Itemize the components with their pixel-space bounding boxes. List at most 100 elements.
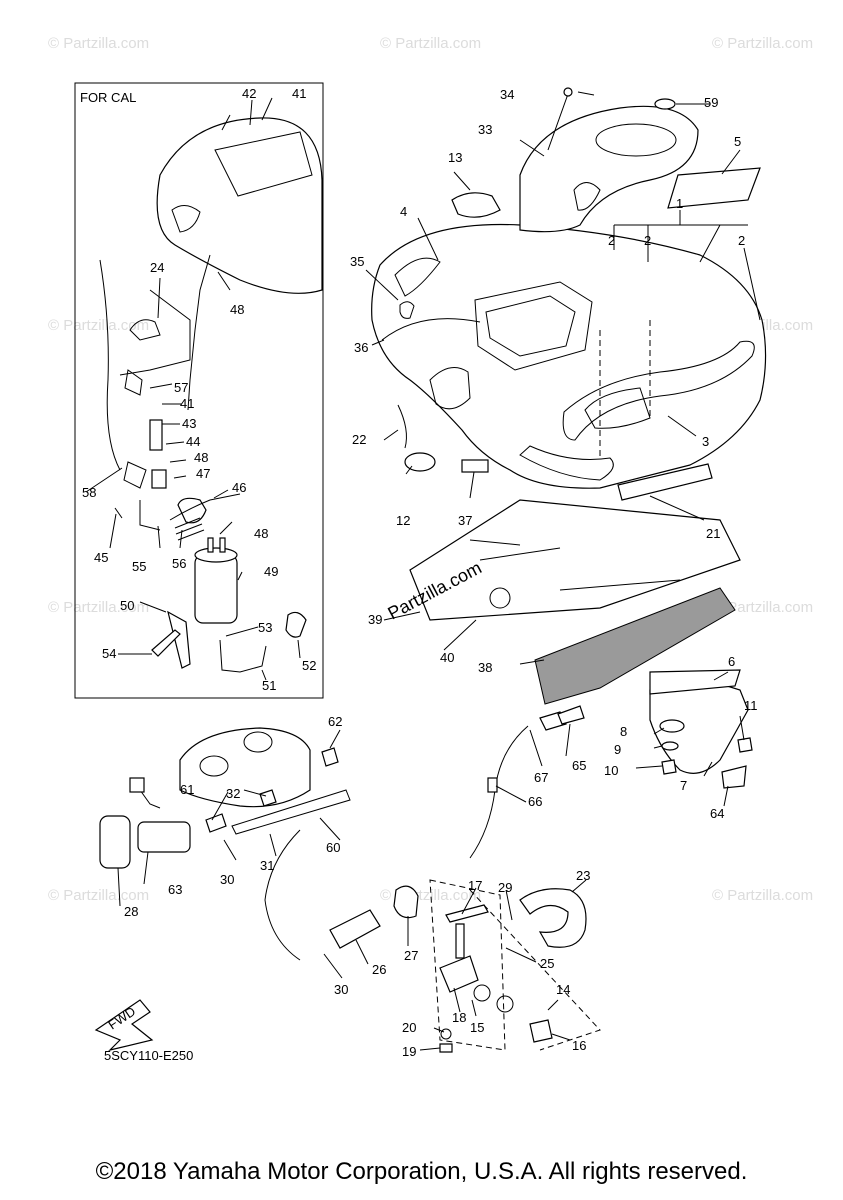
- watermark: © Partzilla.com: [48, 887, 149, 904]
- washer-20: [440, 1028, 452, 1040]
- hose-48: [187, 254, 211, 411]
- hose-44: [151, 469, 167, 489]
- callout: 50: [120, 598, 134, 613]
- hose-51: [219, 639, 267, 673]
- petcock-outline: [429, 879, 506, 1051]
- cap-59: [654, 98, 676, 110]
- callout: 48: [194, 450, 208, 465]
- panel-40: [409, 499, 741, 621]
- callout: 60: [326, 840, 340, 855]
- callout: 45: [94, 550, 108, 565]
- callout: 29: [498, 880, 512, 895]
- callout: 59: [704, 95, 718, 110]
- callout: 41: [292, 86, 306, 101]
- clamp-61: [205, 813, 227, 833]
- clip-24: [129, 319, 161, 341]
- callout: 27: [404, 948, 418, 963]
- inset-frame: [74, 82, 324, 699]
- fwd-indicator: FWD: [94, 999, 154, 1052]
- plate-64: [721, 765, 747, 789]
- callout: 66: [528, 794, 542, 809]
- callout: 42: [242, 86, 256, 101]
- callouts: 1 2 2 2 3 4 5 6 7 8 9 10 11 12 13 14 15 …: [82, 86, 758, 1059]
- bolt-19: [439, 1043, 453, 1053]
- clamp-52: [285, 611, 307, 638]
- callout: 16: [572, 1038, 586, 1053]
- cover-33: [519, 105, 699, 233]
- callout: 61: [180, 782, 194, 797]
- callout: 15: [470, 1020, 484, 1035]
- callout: 17: [468, 878, 482, 893]
- valve-43: [149, 419, 163, 451]
- hose-55: [139, 500, 161, 531]
- callout: 31: [260, 858, 274, 873]
- sheet-5: [667, 167, 761, 209]
- callout: 12: [396, 513, 410, 528]
- clamp-62: [321, 747, 339, 767]
- clip-58: [123, 461, 147, 489]
- callout: 40: [440, 650, 454, 665]
- callout: 67: [534, 770, 548, 785]
- watermark: © Partzilla.com: [48, 599, 149, 616]
- watermark: © Partzilla.com: [380, 35, 481, 52]
- callout: 65: [572, 758, 586, 773]
- callout: 10: [604, 763, 618, 778]
- callout: 48: [254, 526, 268, 541]
- pump-63: [137, 821, 191, 853]
- callout: 4: [400, 204, 407, 219]
- tank-body: [371, 223, 767, 489]
- callout: 52: [302, 658, 316, 673]
- callout: 37: [458, 513, 472, 528]
- hose-36: [381, 318, 481, 341]
- pad-37: [461, 459, 489, 473]
- watermark: © Partzilla.com: [712, 599, 813, 616]
- hose-23: [519, 888, 587, 948]
- gasket-17: [445, 904, 489, 923]
- hose-60: [231, 789, 351, 835]
- damper-35: [399, 301, 415, 319]
- damper-12: [404, 452, 436, 472]
- callout: 11: [744, 698, 758, 713]
- tank-stripe: [562, 340, 755, 441]
- seal-21: [617, 463, 713, 501]
- bolt-34: [547, 93, 569, 151]
- tank-emblem-4: [394, 257, 441, 297]
- callout: 53: [258, 620, 272, 635]
- callout: 33: [478, 122, 492, 137]
- callout: 35: [350, 254, 364, 269]
- inset-tank-plate: [214, 131, 313, 197]
- callout: 34: [500, 87, 514, 102]
- fitting-65: [557, 705, 585, 725]
- callout: 3: [702, 434, 709, 449]
- watermark: © Partzilla.com: [712, 35, 813, 52]
- tank-cover: [381, 87, 761, 501]
- tank-panels: [409, 499, 741, 705]
- bolt-45: [114, 507, 123, 519]
- callout: 46: [232, 480, 246, 495]
- filter-26: [329, 909, 381, 949]
- cal-inset: FOR CAL: [74, 82, 324, 699]
- copyright-footer: ©2018 Yamaha Motor Corporation, U.S.A. A…: [95, 1158, 748, 1185]
- pump-wire: [139, 789, 161, 809]
- callout: 62: [328, 714, 342, 729]
- spring-56: [174, 517, 205, 541]
- callout: 49: [264, 564, 278, 579]
- oring-15: [473, 984, 491, 1002]
- watermark: © Partzilla.com: [48, 317, 149, 334]
- tank-filler-recess: [474, 281, 593, 371]
- hose-31: [264, 829, 301, 961]
- cable-67: [469, 725, 529, 859]
- callout: 32: [226, 786, 240, 801]
- filter-cap-27: [393, 885, 419, 919]
- callout: 56: [172, 556, 186, 571]
- callout: 63: [168, 882, 182, 897]
- clip-57: [124, 369, 143, 396]
- throttle-body: [179, 727, 311, 808]
- fwd-arrow: [94, 999, 154, 1052]
- callout: 39: [368, 612, 382, 627]
- callout: 28: [124, 904, 138, 919]
- callout: 30: [334, 982, 348, 997]
- watermark: © Partzilla.com: [712, 887, 813, 904]
- hose-46: [169, 493, 241, 521]
